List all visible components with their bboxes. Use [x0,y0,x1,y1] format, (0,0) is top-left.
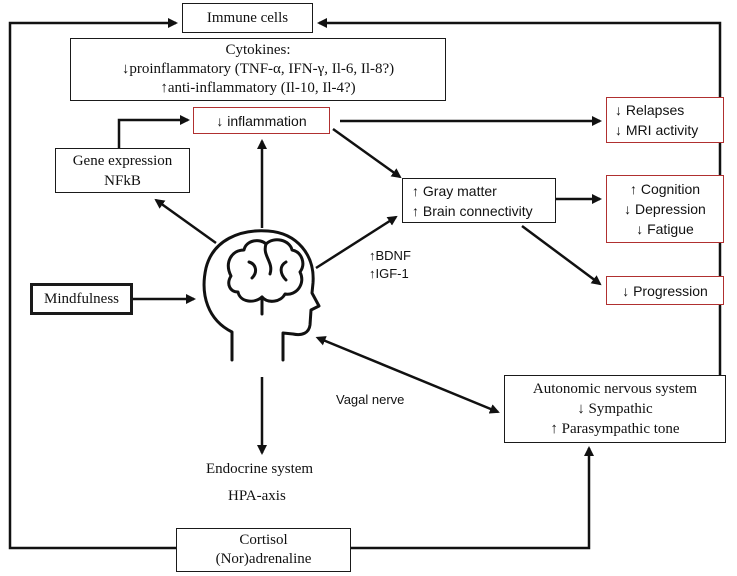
cytokines-title: Cytokines: [225,42,291,58]
cortisol-box: Cortisol (Nor)adrenaline [176,528,351,572]
brain-in-head-icon [202,229,321,362]
mindfulness-label: Mindfulness [44,290,119,307]
cortisol-line1: Cortisol [239,532,288,548]
gray-to-progression [521,224,602,286]
vagal-nerve-label: Vagal nerve [336,392,405,407]
cytokines-antiinflammatory: ↑anti-inflammatory (Il-10, Il-4?) [160,80,356,96]
cognition-line3: ↓ Fatigue [636,221,694,237]
relapses-line1: ↓ Relapses [615,102,685,118]
progression-label: ↓ Progression [622,282,708,299]
cytokines-box: Cytokines: ↓proinflammatory (TNF-α, IFN-… [70,38,446,101]
loop-left-to-immune [8,18,186,550]
immune-cells-label: Immune cells [206,9,289,26]
ans-line3: ↑ Parasympathic tone [550,421,680,437]
cytokines-proinflammatory: ↓proinflammatory (TNF-α, IFN-γ, Il-6, Il… [121,61,395,77]
relapses-box: ↓ Relapses ↓ MRI activity [606,97,724,143]
cortisol-line2: (Nor)adrenaline [215,551,312,567]
cognition-line2: ↓ Depression [624,201,706,217]
ans-line1: Autonomic nervous system [532,381,698,397]
inflammation-label: ↓ inflammation [216,112,307,129]
cognition-box: ↑ Cognition ↓ Depression ↓ Fatigue [606,175,724,243]
ans-line2: ↓ Sympathic [577,401,653,417]
gene-to-inflammation [117,115,190,148]
gray-matter-line2: ↑ Brain connectivity [412,202,533,219]
immune-cells-box: Immune cells [182,3,313,33]
gene-expression-line2: NFkB [104,172,141,189]
cognition-line1: ↑ Cognition [629,181,701,197]
vagal-bidirectional [315,336,500,414]
mindfulness-box: Mindfulness [30,283,133,315]
gene-expression-box: Gene expression NFkB [55,148,190,193]
igf-label: ↑IGF-1 [369,266,409,281]
progression-box: ↓ Progression [606,276,724,305]
endocrine-system-label: Endocrine system [206,461,314,477]
loop-ans-to-immune [317,18,722,375]
gene-expression-line1: Gene expression [72,152,173,169]
inflammation-to-gray [332,127,402,179]
relapses-line2: ↓ MRI activity [615,122,699,138]
bdnf-label: ↑BDNF [369,248,411,263]
gray-matter-line1: ↑ Gray matter [412,182,497,199]
inflammation-box: ↓ inflammation [193,107,330,134]
autonomic-nervous-system-box: Autonomic nervous system ↓ Sympathic ↑ P… [504,375,726,443]
brain-to-gene [154,198,217,245]
hpa-axis-label: HPA-axis [228,488,286,504]
cortisol-to-ans [351,446,594,550]
gray-matter-box: ↑ Gray matter ↑ Brain connectivity [402,178,556,223]
brain-to-gray [315,215,398,270]
